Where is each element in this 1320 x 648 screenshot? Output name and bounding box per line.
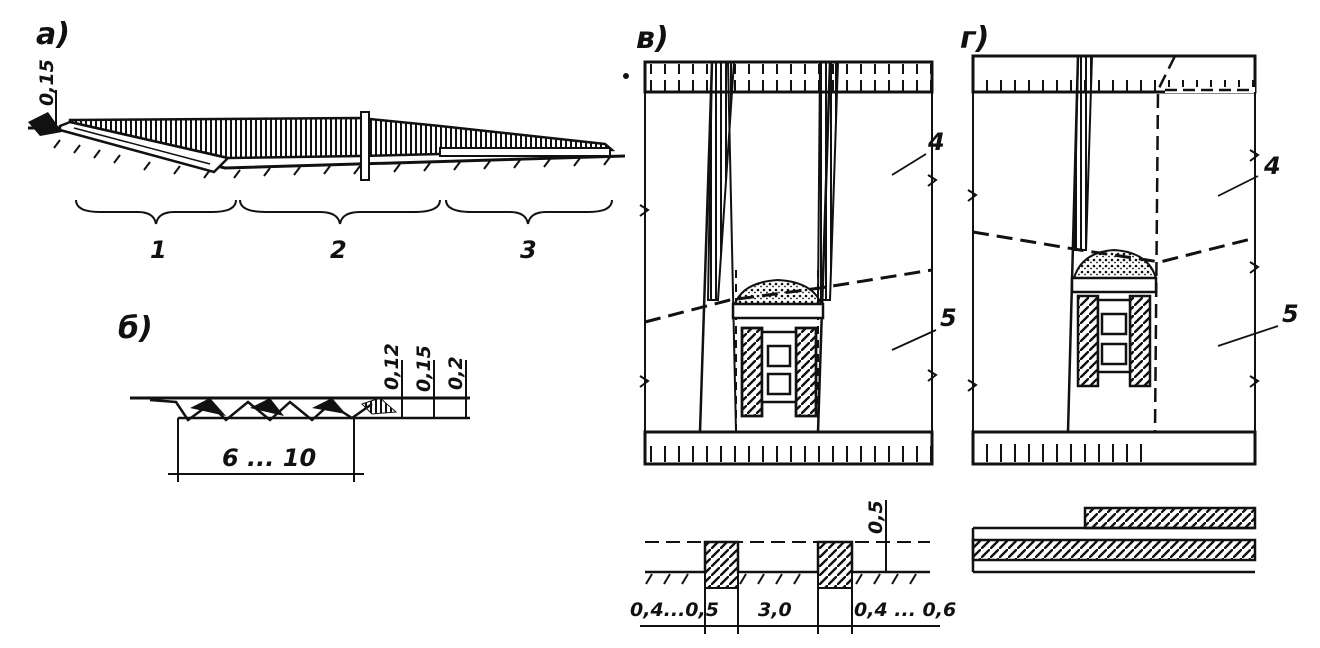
panel-g-section [971,506,1257,574]
panel-v-section-height: 0,5 [865,500,887,534]
soil-pile [732,278,824,307]
zone-label-3: 3 [520,236,537,264]
panel-a: а) 0,15 1 [28,17,626,264]
berm-left [706,61,736,301]
bulldozer [731,302,825,418]
panel-g-label: г) [960,21,989,56]
soil-pile-g [1072,248,1158,279]
panel-a-ground-hatch [53,139,611,179]
panel-b-label: б) [118,311,153,346]
panel-b-thickness-3: 0,2 [445,356,467,390]
panel-v-dim-right: 0,4 ... 0,6 [854,599,956,621]
panel-g: г) 4 [960,21,1299,466]
panel-b: б) 0,12 0,15 0,2 6 ... 10 [118,311,470,482]
panel-a-thickness: 0,15 [36,59,58,106]
panel-g-zone-5: 5 [1282,300,1299,328]
zone-label-1: 1 [150,236,167,264]
panel-b-thickness-1: 0,12 [381,343,403,390]
panel-b-thickness-2: 0,15 [413,345,435,392]
panel-b-width: 6 ... 10 [222,444,316,472]
bulldozer-g [1070,276,1158,388]
panel-g-zone-4: 4 [1263,152,1281,180]
panel-v-zone-5: 5 [940,304,957,332]
panel-a-label: а) [36,17,70,52]
zone-label-2: 2 [330,236,347,264]
panel-v-section: 0,5 0,4...0,5 3,0 0,4 ... 0,6 [630,500,956,634]
panel-v-zone-4: 4 [927,128,945,156]
panel-v-label: в) [636,21,669,56]
panel-v: в) [623,21,957,466]
panel-v-dim-left: 0,4...0,5 [630,599,719,621]
panel-v-dim-center: 3,0 [758,599,792,621]
